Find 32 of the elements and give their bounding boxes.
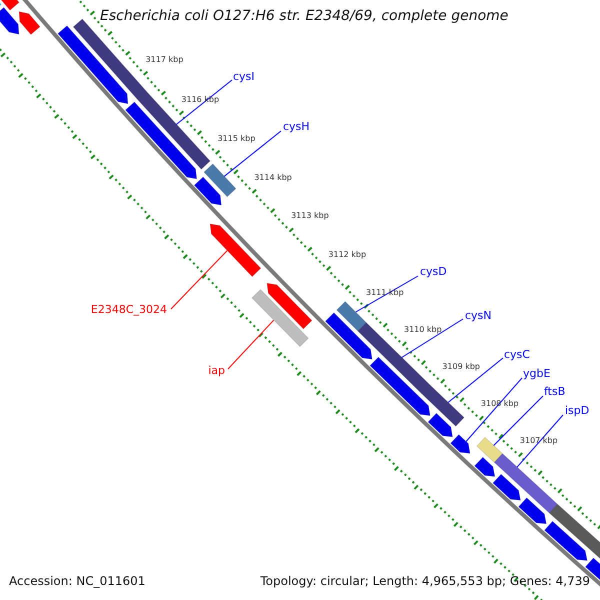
leader-line [448, 358, 504, 403]
tick-label: 3112 kbp [328, 250, 366, 259]
gene-label: cysC [504, 348, 530, 361]
gene-label: cysD [420, 265, 447, 278]
tick-label: 3109 kbp [442, 362, 480, 372]
footer-text: Accession: NC_011601 [9, 574, 146, 588]
gene-label: cysH [283, 120, 310, 133]
gene-label: cysI [233, 70, 255, 83]
tick-label: 3111 kbp [366, 288, 404, 297]
gene-label: ftsB [544, 385, 566, 398]
tick-label: 3110 kbp [404, 325, 442, 334]
leader-line [355, 276, 418, 312]
gene-label: ygbE [523, 367, 550, 380]
title: Escherichia coli O127:H6 str. E2348/69, complete genome [100, 8, 508, 24]
tick-label: 3114 kbp [254, 172, 292, 182]
tick-label: 3115 kbp [218, 134, 256, 143]
leader-line [224, 130, 282, 177]
leader-line [516, 414, 564, 468]
leader-line [176, 80, 232, 125]
leader-line [466, 378, 522, 442]
gene-label: iap [208, 364, 225, 377]
gene-label: ispD [565, 404, 590, 417]
gene-label: E2348C_3024 [90, 303, 167, 316]
tick-label: 3117 kbp [146, 54, 184, 64]
tick-label: 3107 kbp [520, 436, 558, 445]
footer-text: Topology: circular; Length: 4,965,553 bp; Genes: 4,739 [260, 574, 590, 588]
gene-label: cysN [465, 309, 492, 322]
leader-line [170, 250, 228, 310]
leader-line [401, 318, 464, 358]
leader-line [228, 320, 274, 370]
tick-label: 3113 kbp [291, 211, 329, 220]
leader-line [493, 396, 544, 446]
